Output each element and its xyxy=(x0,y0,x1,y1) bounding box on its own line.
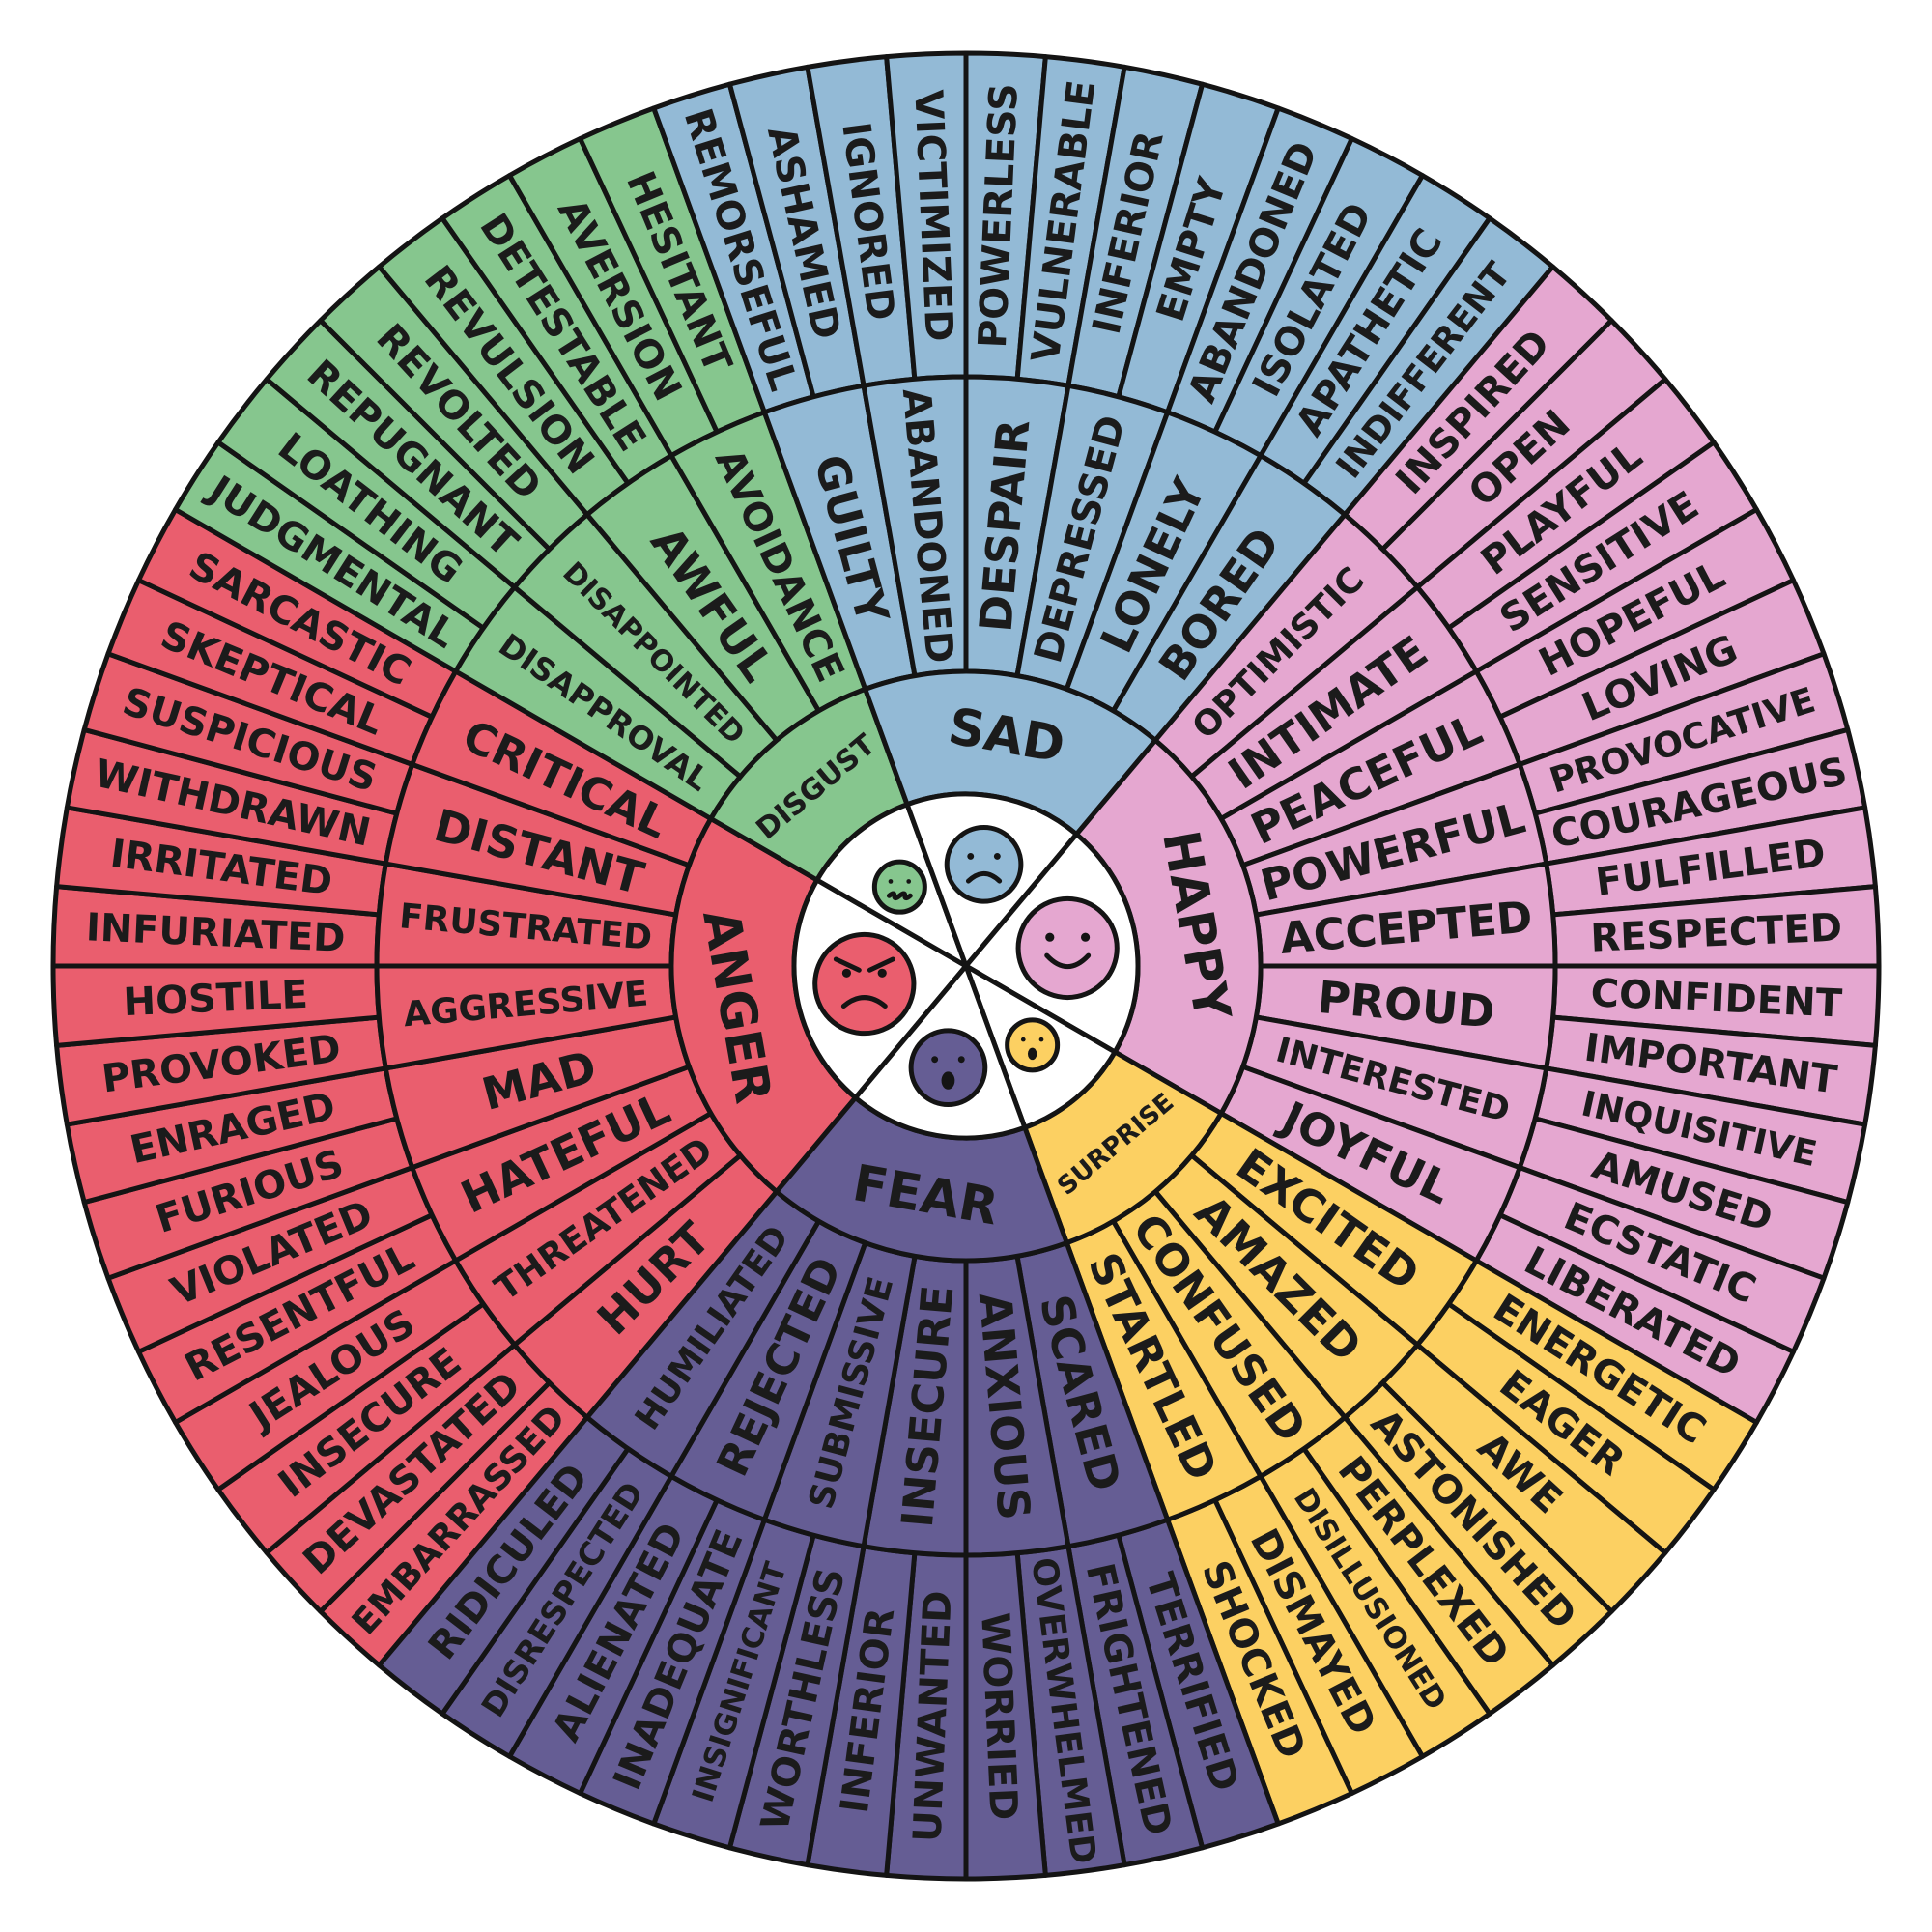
nauseated-face-icon xyxy=(871,859,927,915)
tertiary-label-victimized: VICTIMIZED xyxy=(905,89,960,342)
primary-ring xyxy=(668,668,1264,1264)
center-faces xyxy=(791,791,1141,1141)
tertiary-label-worried: WORRIED xyxy=(972,1611,1025,1821)
tertiary-label-respected: RESPECTED xyxy=(1590,905,1844,960)
surprised-face-icon xyxy=(1005,1017,1061,1073)
angry-face-icon xyxy=(812,931,917,1037)
secondary-ring xyxy=(374,374,1558,1558)
tertiary-label-confident: CONFIDENT xyxy=(1590,971,1844,1026)
frightened-face-icon xyxy=(908,1028,988,1108)
tertiary-label-hostile: HOSTILE xyxy=(123,973,309,1025)
sad-face-icon xyxy=(944,824,1024,904)
smiling-face-icon xyxy=(1015,895,1120,1001)
tertiary-label-unwanted: UNWANTED xyxy=(905,1590,960,1843)
